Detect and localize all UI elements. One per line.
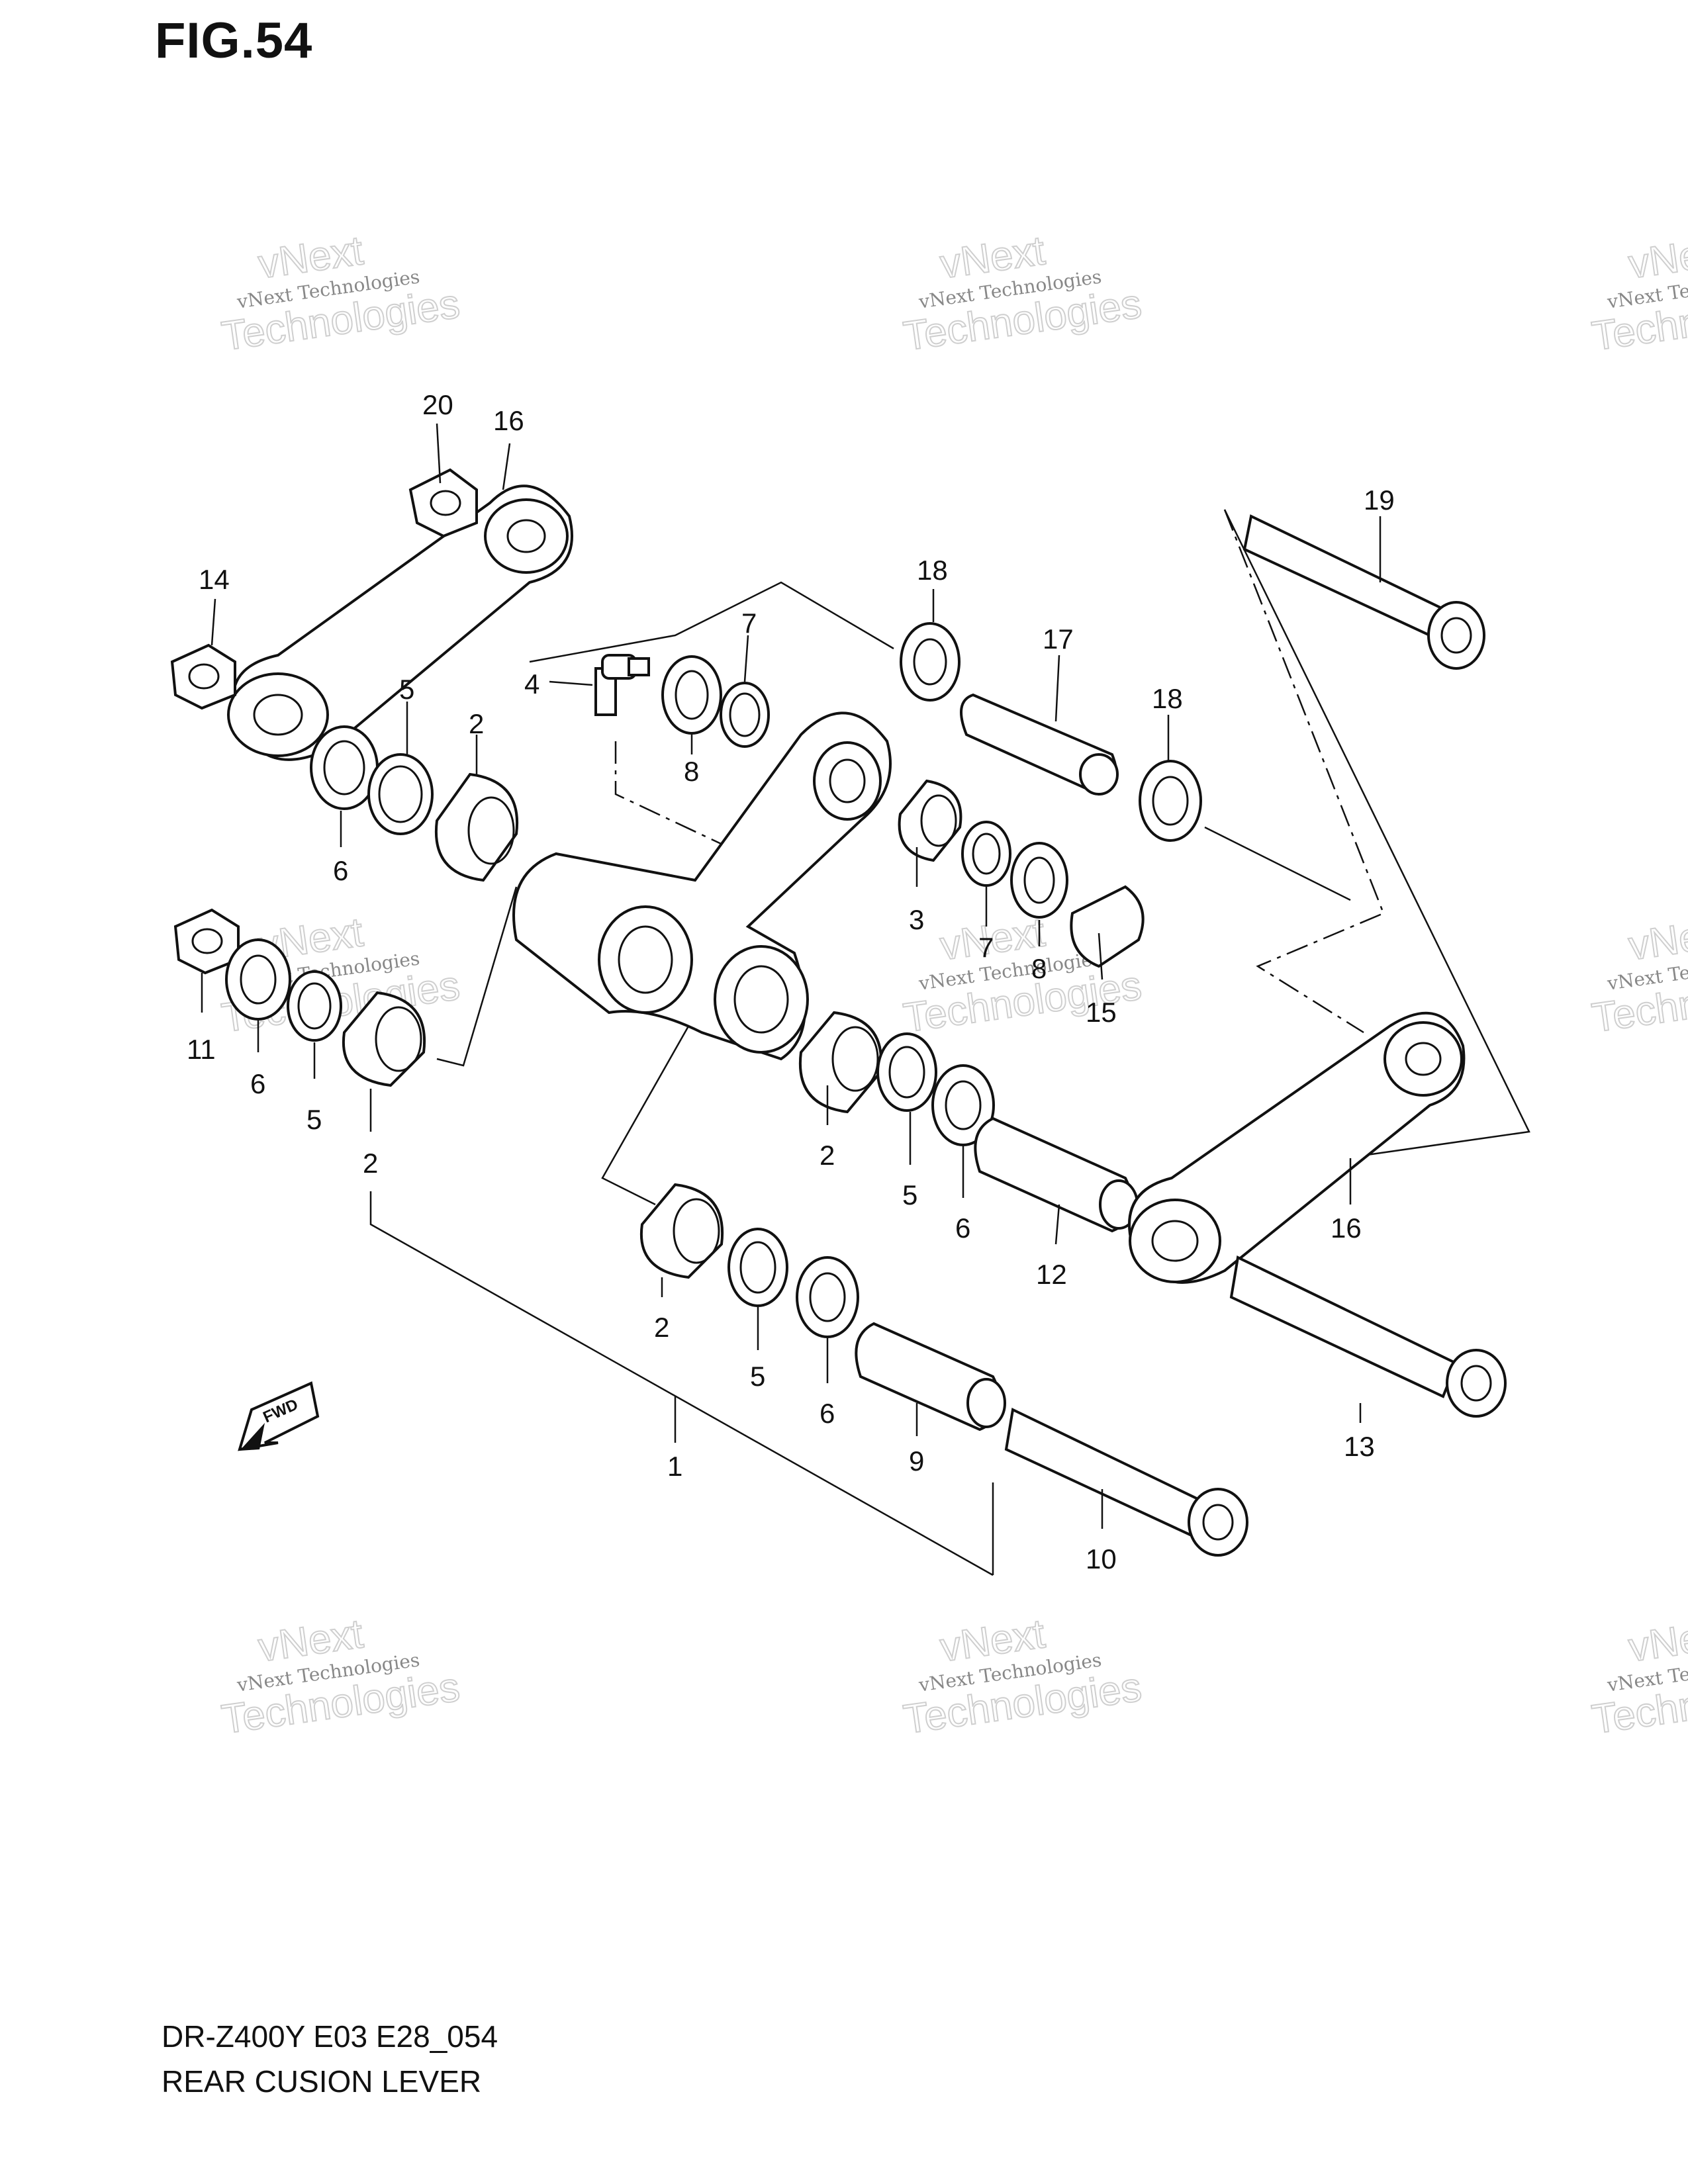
callout-label: 12: [1036, 1259, 1067, 1290]
callout-label: 8: [684, 756, 699, 787]
callout-label: 6: [955, 1212, 970, 1244]
watermark-group: vNext Technologies vNext Technologies vN…: [218, 227, 1688, 1743]
washer-part-18: [900, 622, 961, 702]
nut-part-14: [170, 643, 236, 710]
bolt-part-13: [1229, 1255, 1507, 1418]
bearing-part-2: [639, 1183, 724, 1279]
callout-label: 10: [1086, 1543, 1117, 1574]
callout-label: 7: [978, 932, 994, 963]
callout-label: 18: [1152, 683, 1183, 714]
washer-part-18: [1139, 760, 1202, 842]
callout-label: 5: [750, 1361, 765, 1392]
diagram-name: REAR CUSION LEVER: [162, 2064, 482, 2099]
callout-label: 1: [667, 1451, 682, 1482]
seal-part-5: [287, 970, 342, 1042]
callout-label: 17: [1043, 623, 1074, 655]
callout-label: 2: [363, 1148, 378, 1179]
fwd-arrow-icon: FWD: [238, 1381, 320, 1451]
callout-label: 20: [422, 389, 453, 420]
leader-lines: [201, 423, 1382, 1529]
watermark-top: vNext: [1626, 1611, 1688, 1670]
washer-part-8: [661, 655, 722, 735]
nut-part-20: [408, 468, 478, 538]
collar-part-12: [974, 1116, 1139, 1233]
callout-label: 6: [820, 1398, 835, 1429]
assembly-outlines: [369, 509, 1530, 1576]
seal-part-7: [720, 682, 770, 748]
cushion-lever-body: [512, 711, 892, 1061]
watermark-top: vNext: [1626, 228, 1688, 287]
bolt-part-10: [1004, 1408, 1248, 1557]
callout-label: 2: [469, 708, 484, 739]
callout-label: 11: [187, 1034, 216, 1065]
callout-label: 3: [909, 904, 924, 935]
callout-label: 6: [250, 1068, 265, 1099]
callout-label: 7: [741, 608, 757, 639]
collar-part-17: [960, 693, 1119, 796]
callout-labels: 20 16 14 4 7 18 17 18 19 2 5 6 8 3 7 8 1…: [187, 389, 1395, 1574]
seal-part-5: [367, 753, 434, 835]
bearing-part-2: [434, 772, 519, 882]
callout-label: 19: [1364, 484, 1395, 516]
callout-label: 16: [493, 405, 524, 436]
bearing-part-2: [342, 991, 426, 1087]
callout-label: 4: [524, 668, 539, 700]
callout-label: 2: [654, 1312, 669, 1343]
callout-label: 13: [1344, 1431, 1375, 1462]
callout-label: 18: [917, 555, 948, 586]
seal-part-5: [876, 1032, 937, 1112]
callout-label: 5: [902, 1179, 917, 1210]
callout-label: 2: [820, 1140, 835, 1171]
washer-part-6: [796, 1256, 859, 1338]
callout-label: 5: [399, 674, 414, 705]
callout-label: 16: [1331, 1212, 1362, 1244]
callout-label: 14: [199, 564, 230, 595]
seal-part-7: [961, 821, 1011, 887]
bolt-part-19: [1243, 514, 1485, 670]
bearing-part-2: [798, 1011, 883, 1114]
grease-nipple-part-4: [594, 654, 650, 716]
washer-part-6: [310, 725, 379, 810]
collar-part-9: [855, 1322, 1006, 1432]
diagram-code: DR-Z400Y E03 E28_054: [162, 2019, 498, 2054]
rod-lower-part-16: [1128, 1011, 1466, 1284]
callout-label: 9: [909, 1445, 924, 1477]
callout-label: 8: [1031, 953, 1047, 984]
callout-label: 15: [1086, 997, 1117, 1028]
figure-title: FIG.54: [155, 13, 313, 69]
seal-part-5: [727, 1228, 788, 1307]
callout-label: 5: [306, 1104, 322, 1135]
bearing-part-3: [898, 779, 962, 862]
callout-label: 6: [333, 855, 348, 886]
collar-part-15: [1070, 885, 1145, 968]
rod-upper-part-16: [227, 484, 573, 761]
watermark-top: vNext: [1626, 909, 1688, 969]
washer-part-8: [1010, 842, 1068, 919]
washer-part-6: [225, 938, 291, 1021]
